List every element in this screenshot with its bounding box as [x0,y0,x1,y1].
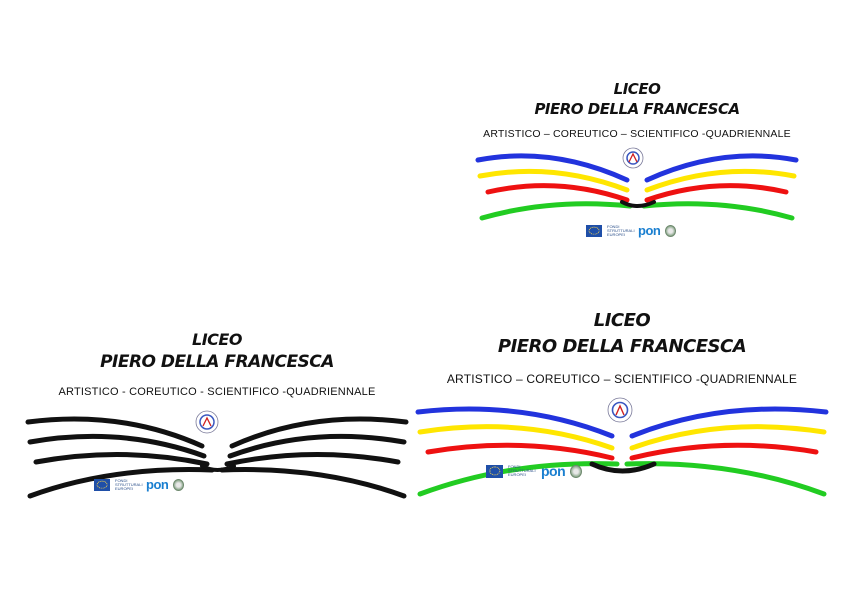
school-logo-top-right: LICEO PIERO DELLA FRANCESCA ARTISTICO – … [472,78,802,248]
italian-republic-emblem-icon [173,478,185,491]
fund-label: FONDI STRUTTURALI EUROPEI [508,464,536,477]
stripe-1 [229,416,409,449]
stripe-2 [227,433,407,459]
logo-title-line2: PIERO DELLA FRANCESCA [534,100,740,118]
wing-left [475,153,633,221]
school-seal-icon [607,397,633,423]
book-center-stroke [200,464,236,472]
stripe-2 [629,424,827,451]
book-wings-graphic [475,147,799,221]
wing-left [25,416,215,499]
stripe-1 [644,153,799,183]
stripe-2 [477,168,630,193]
logo-title-line2: PIERO DELLA FRANCESCA [100,352,334,372]
wing-left [415,406,620,497]
stripe-2 [417,424,615,451]
eu-flag-icon [94,478,110,491]
stripe-4 [641,201,795,221]
logo-subtitle: ARTISTICO - COREUTICO - SCIENTIFICO -QUA… [58,386,376,398]
pon-logo: pon [638,223,661,238]
stripe-3 [485,183,630,203]
school-seal-icon [622,147,644,169]
logo-title-line2: PIERO DELLA FRANCESCA [497,336,747,357]
book-wings-graphic [25,410,409,499]
italian-republic-emblem-icon [570,464,583,478]
stripe-3 [33,452,210,467]
stripe-3 [425,442,615,461]
wing-right [641,153,799,221]
stripe-2 [644,168,797,193]
fund-label: FONDI STRUTTURALI EUROPEI [115,477,143,491]
school-logo-bottom-left: LICEO PIERO DELLA FRANCESCA ARTISTICO - … [22,328,412,508]
logo-subtitle: ARTISTICO – COREUTICO – SCIENTIFICO -QUA… [483,128,791,140]
stripe-3 [644,183,789,203]
logo-title-line1: LICEO [192,330,242,349]
stripe-4 [219,467,407,499]
stripe-4 [624,461,827,497]
stripe-3 [629,442,819,461]
stripe-2 [27,433,207,459]
wing-right [624,406,829,497]
funding-logos-strip: FONDI STRUTTURALI EUROPEI pon [586,223,677,238]
book-wings-graphic [415,397,829,497]
eu-flag-icon [486,464,503,478]
eu-flag-icon [586,224,602,237]
stripe-1 [629,406,829,439]
italian-republic-emblem-icon [665,224,677,237]
pon-logo: pon [146,477,169,492]
book-center-stroke [589,461,657,474]
stripe-1 [25,416,205,449]
logo-subtitle: ARTISTICO – COREUTICO – SCIENTIFICO -QUA… [446,372,798,386]
school-seal-icon [195,410,219,434]
wing-right [219,416,409,499]
funding-logos-strip: FONDI STRUTTURALI EUROPEI pon [486,463,583,479]
funding-logos-strip: FONDI STRUTTURALI EUROPEI pon [94,477,185,492]
stripe-4 [479,201,633,221]
stripe-4 [27,467,215,499]
stripe-3 [224,452,401,467]
book-center-stroke [620,200,656,208]
school-logo-bottom-right: LICEO PIERO DELLA FRANCESCA ARTISTICO – … [412,308,832,503]
logo-title-line1: LICEO [593,310,651,331]
stripe-1 [475,153,630,183]
fund-label: FONDI STRUTTURALI EUROPEI [607,223,635,237]
stripe-1 [415,406,615,439]
logo-title-line1: LICEO [613,80,661,98]
pon-logo: pon [541,463,566,479]
